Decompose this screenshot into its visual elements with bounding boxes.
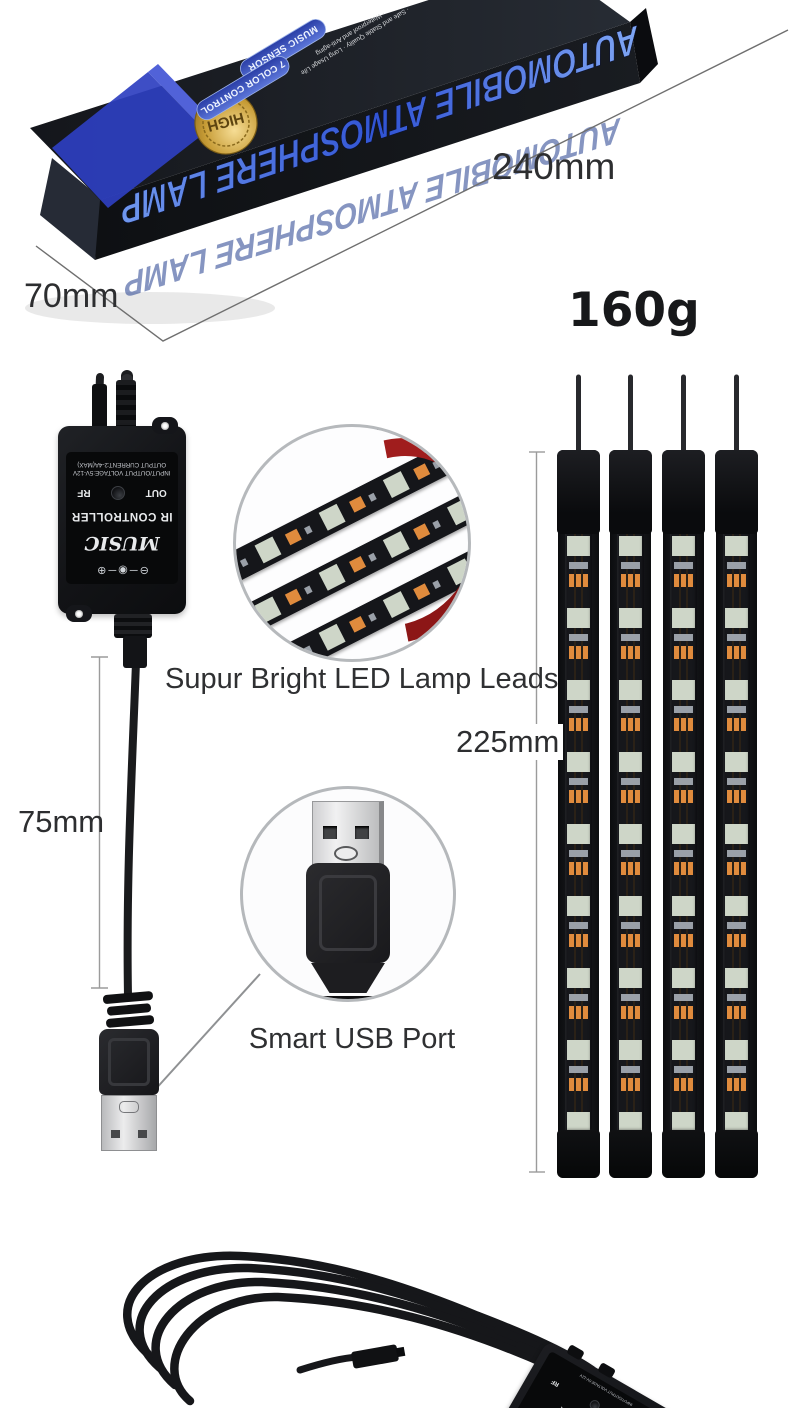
usb-plastic-body: [99, 1029, 159, 1095]
usb-contact-hole: [323, 826, 337, 839]
port-row: OUT RF: [77, 485, 167, 500]
box-blue-stripe: [52, 72, 206, 208]
led-channel: [723, 530, 750, 1130]
strip-end-cap: [662, 1130, 705, 1178]
dimension-line-75mm: [91, 656, 108, 989]
led-channel: [617, 530, 644, 1130]
strip-end-cap: [609, 1130, 652, 1178]
usb-caption: Smart USB Port: [248, 1023, 456, 1055]
usb-metal-shell: [312, 801, 384, 865]
detail-circle-led: [233, 424, 471, 662]
strip-end-cap: [557, 1130, 600, 1178]
usb-plastic-body: [306, 863, 390, 963]
music-brand: MUSIC: [84, 531, 160, 554]
mounting-tab: [66, 605, 92, 622]
box-front-face: [95, 22, 640, 260]
controller-label: ⊖─◉─⊕ MUSIC IR CONTROLLER OUT RF INPUT/O…: [66, 452, 178, 584]
strip-end-cap: [715, 1130, 758, 1178]
pointer-line: [142, 973, 261, 1104]
usb-oval-hole: [334, 846, 358, 861]
usb-connector-photo: [96, 990, 162, 1151]
dimension-line-box: [35, 29, 789, 342]
ribbed-connector: [116, 380, 136, 430]
usb-contact-hole: [355, 826, 369, 839]
led-channel: [670, 530, 697, 1130]
dimension-line-225mm: [529, 451, 545, 1173]
led-strip-photo: [715, 450, 758, 1178]
strip-length-label-225mm: 225mm: [452, 724, 564, 760]
mounting-tab: [152, 417, 178, 434]
box-right-end-face: [630, 8, 658, 83]
usb-logo: [119, 1101, 139, 1113]
strip-lead-wires: [576, 374, 739, 461]
usb-metal-tip: [101, 1095, 157, 1151]
box-left-end-face: [40, 158, 103, 260]
ir-receiver-dot: [587, 1397, 602, 1408]
rf-port-label: RF: [550, 1377, 561, 1387]
led-caption: Supur Bright LED Lamp Leads: [165, 663, 559, 695]
rf-port-label: RF: [77, 487, 91, 499]
usb-taper: [311, 963, 385, 993]
controller-name: IR CONTROLLER: [71, 509, 173, 522]
led-strip-photo: [557, 450, 600, 1178]
strip-end-cap: [557, 450, 600, 534]
polarity-mark: ⊖─◉─⊕: [95, 564, 149, 576]
power-cable: [123, 658, 140, 1000]
led-channel: [565, 530, 592, 1130]
usb-connector-large: [243, 801, 453, 999]
usb-contact-hole: [138, 1130, 147, 1138]
strip-end-cap: [609, 450, 652, 534]
ir-receiver-dot: [111, 485, 126, 500]
usb-contact-hole: [111, 1130, 120, 1138]
cable-length-label-75mm: 75mm: [18, 804, 105, 839]
strain-relief: [99, 990, 160, 1029]
dc-plug: [123, 636, 147, 668]
detail-circle-usb: [240, 786, 456, 1002]
width-label-70mm: 70mm: [24, 277, 119, 315]
product-box-photo: AUTOMOBILE ATMOSPHERE LAMP AUTOMOBILE AT…: [25, 0, 789, 342]
spec-text: INPUT/OUTPUT VOLTAGE:5V-12V OUTPUT CURRE…: [73, 460, 171, 476]
strain-relief: [319, 993, 377, 999]
strip-end-cap: [715, 450, 758, 534]
led-strip-photo: [609, 450, 652, 1178]
length-label-240mm: 240mm: [492, 146, 616, 187]
dc-jack: [114, 614, 152, 638]
cable-plug: [92, 384, 107, 430]
led-strip-photo: [662, 450, 705, 1178]
ir-controller-photo: ⊖─◉─⊕ MUSIC IR CONTROLLER OUT RF INPUT/O…: [58, 417, 186, 622]
strip-end-cap: [662, 450, 705, 534]
out-port-label: OUT: [145, 487, 167, 499]
weight-label-160g: 160g: [568, 283, 700, 338]
